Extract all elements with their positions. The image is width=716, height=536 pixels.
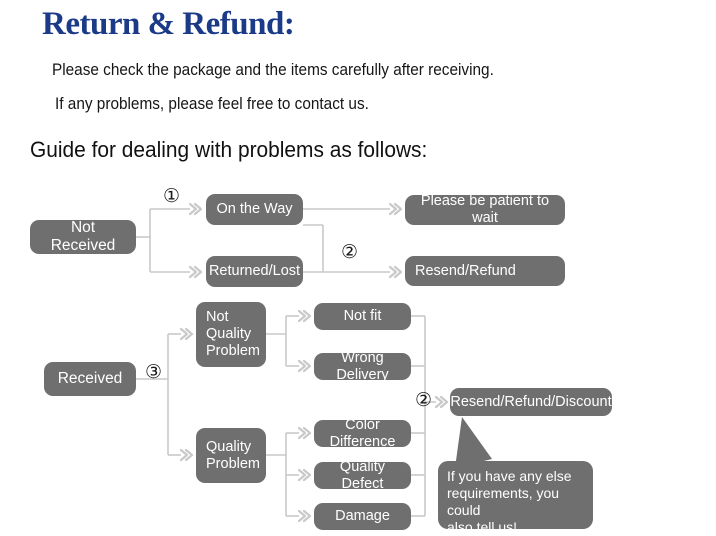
node-not-received[interactable]: Not Received	[30, 219, 136, 254]
node-color-difference[interactable]: Color Difference	[314, 417, 411, 450]
node-quality-defect[interactable]: Quality Defect	[314, 459, 411, 492]
intro-line-2: If any problems, please feel free to con…	[55, 95, 369, 113]
node-quality-problem[interactable]: Quality Problem	[196, 428, 266, 483]
intro-line-1: Please check the package and the items c…	[52, 61, 494, 79]
node-received[interactable]: Received	[44, 362, 136, 396]
page-title: Return & Refund:	[42, 6, 295, 42]
node-not-quality-problem[interactable]: Not Quality Problem	[196, 302, 266, 367]
callout-balloon: If you have any else requirements, you c…	[438, 461, 593, 535]
callout-pointer	[455, 417, 492, 468]
section-heading: Guide for dealing with problems as follo…	[30, 137, 428, 162]
node-please-be-patient[interactable]: Please be patient to wait	[405, 193, 565, 226]
marker-circled-3: ③	[145, 362, 163, 383]
node-resend-refund-discount[interactable]: Resend/Refund/Discount	[450, 388, 612, 416]
node-resend-refund[interactable]: Resend/Refund	[405, 256, 565, 286]
node-not-fit[interactable]: Not fit	[314, 303, 411, 330]
node-damage[interactable]: Damage	[314, 503, 411, 530]
node-on-the-way[interactable]: On the Way	[206, 194, 303, 225]
marker-circled-2-top: ②	[341, 242, 359, 263]
marker-circled-1: ①	[163, 186, 181, 207]
marker-circled-2-bottom: ②	[415, 390, 433, 411]
node-returned-lost[interactable]: Returned/Lost	[206, 256, 303, 287]
node-wrong-delivery[interactable]: Wrong Delivery	[314, 350, 411, 383]
